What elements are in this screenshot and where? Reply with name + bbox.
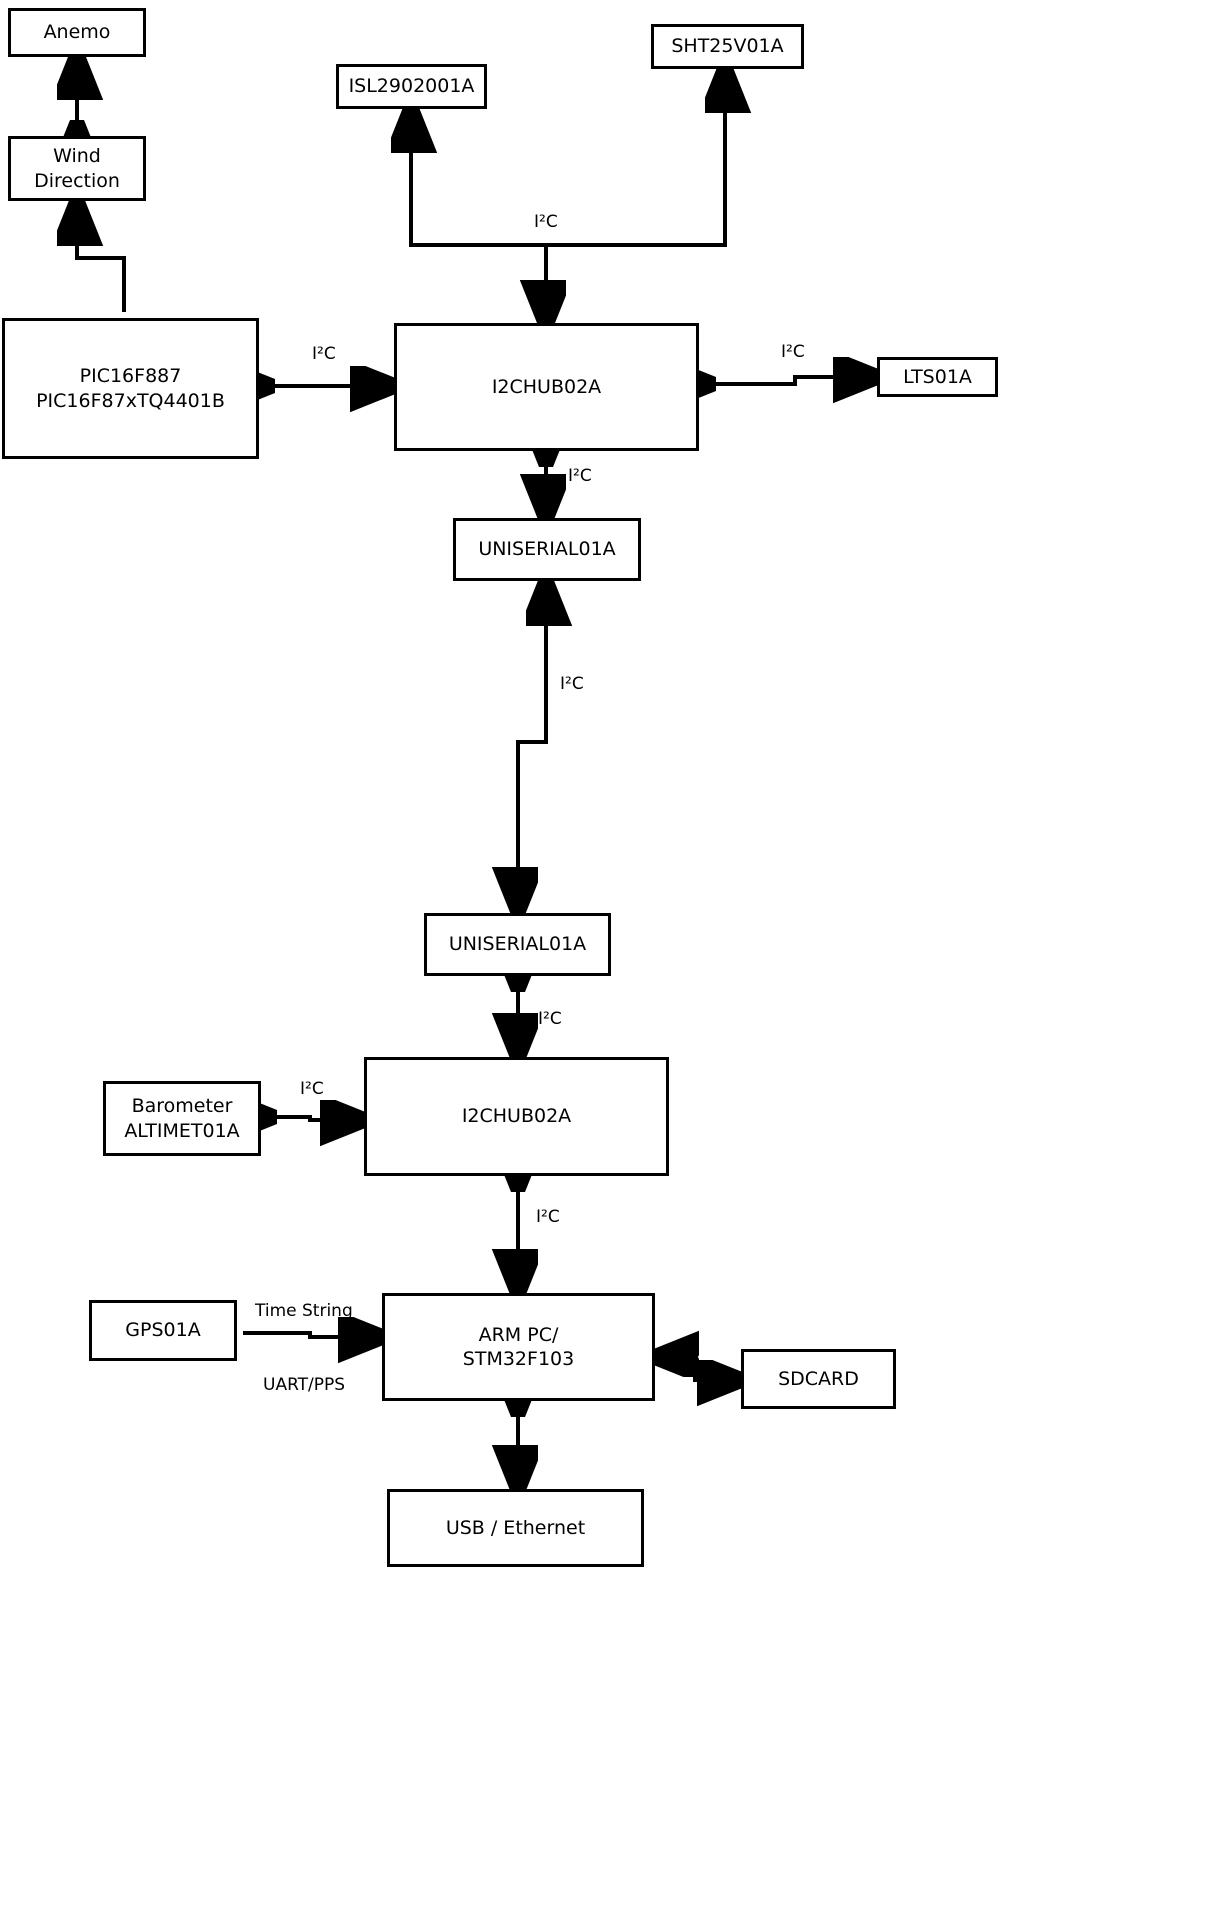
edge-label-i2c-baro-hubbot: I²C <box>300 1079 324 1099</box>
edge-label-i2c-hubtop-lts: I²C <box>781 342 805 362</box>
edge-label-i2c-uni1-uni2: I²C <box>560 674 584 694</box>
edge-label-i2c-hubtop-north: I²C <box>534 212 558 232</box>
node-isl2902001a[interactable]: ISL2902001A <box>336 64 487 109</box>
edge-label-i2c-hubtop-uni1: I²C <box>568 466 592 486</box>
node-uniserial01a-upper[interactable]: UNISERIAL01A <box>453 518 641 581</box>
node-anemo[interactable]: Anemo <box>8 8 146 57</box>
node-uniserial01a-lower[interactable]: UNISERIAL01A <box>424 913 611 976</box>
edge-label-i2c-hubbot-arm: I²C <box>536 1207 560 1227</box>
wire-pic-wind <box>77 208 126 312</box>
wire-baro-hubbot <box>267 1117 358 1120</box>
edge-label-uart-pps: UART/PPS <box>263 1375 346 1395</box>
node-lts01a[interactable]: LTS01A <box>877 357 998 397</box>
node-usb-ethernet[interactable]: USB / Ethernet <box>387 1489 644 1567</box>
node-wind-direction[interactable]: Wind Direction <box>8 136 146 201</box>
wire-hubtop-sht <box>546 75 725 247</box>
node-sht25v01a[interactable]: SHT25V01A <box>651 24 804 69</box>
wire-hubtop-lts <box>706 377 871 384</box>
edge-label-i2c-uni2-hubbot: I²C <box>538 1009 562 1029</box>
node-barometer-altimet01a[interactable]: Barometer ALTIMET01A <box>103 1081 261 1156</box>
edge-label-time-string: Time String <box>255 1301 353 1321</box>
wire-hubtop-isl <box>411 115 548 318</box>
wire-gps-arm <box>243 1333 376 1337</box>
node-gps01a[interactable]: GPS01A <box>89 1300 237 1361</box>
wire-arm-sdcard <box>661 1355 735 1380</box>
node-i2chub02a-bottom[interactable]: I2CHUB02A <box>364 1057 669 1176</box>
wire-uni1-uni2-down <box>518 588 548 905</box>
wire-uni1-uni2 <box>516 588 546 905</box>
node-arm-pc-stm32f103[interactable]: ARM PC/ STM32F103 <box>382 1293 655 1401</box>
node-sdcard[interactable]: SDCARD <box>741 1349 896 1409</box>
node-i2chub02a-top[interactable]: I2CHUB02A <box>394 323 699 451</box>
node-pic16f887[interactable]: PIC16F887 PIC16F87xTQ4401B <box>2 318 259 459</box>
edge-label-i2c-pic-hubtop: I²C <box>312 344 336 364</box>
wire-sdcard-arm <box>661 1357 735 1382</box>
